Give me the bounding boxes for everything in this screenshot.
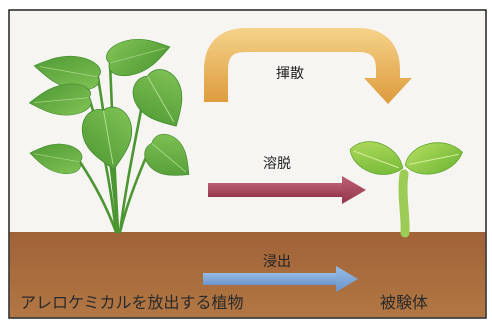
volatilization-arrow: [204, 28, 412, 104]
seedling-cotyledon-left: [349, 141, 404, 175]
source-plant-label: アレロケミカルを放出する植物: [20, 293, 244, 312]
target-label: 被験体: [380, 293, 428, 312]
source-plant: [28, 38, 190, 234]
target-seedling: [349, 141, 463, 238]
seedling-stem: [398, 169, 410, 238]
volatilization-arrow-head: [364, 78, 412, 104]
leaching-arrow-shaft: [208, 183, 344, 197]
plant-leaf: [28, 83, 92, 116]
leaching-arrow-head: [342, 176, 366, 204]
plant-leaf: [144, 133, 190, 176]
plant-leaf: [29, 143, 83, 174]
leaching-label: 溶脱: [263, 156, 291, 172]
leaching-arrow: [208, 176, 366, 204]
plant-leaf: [81, 106, 132, 170]
volatilization-arrow-shaft: [204, 28, 400, 102]
exudation-arrow-shaft: [203, 273, 337, 285]
exudation-arrow: [203, 266, 358, 292]
exudation-label: 浸出: [263, 254, 291, 270]
diagram-frame: [8, 9, 487, 319]
plant-leaf: [106, 38, 171, 77]
exudation-arrow-head: [336, 266, 358, 292]
plant-stem: [78, 160, 118, 234]
seedling-cotyledon-right: [404, 142, 463, 175]
volatilization-label: 揮散: [276, 66, 304, 82]
plant-leaf: [132, 69, 183, 127]
